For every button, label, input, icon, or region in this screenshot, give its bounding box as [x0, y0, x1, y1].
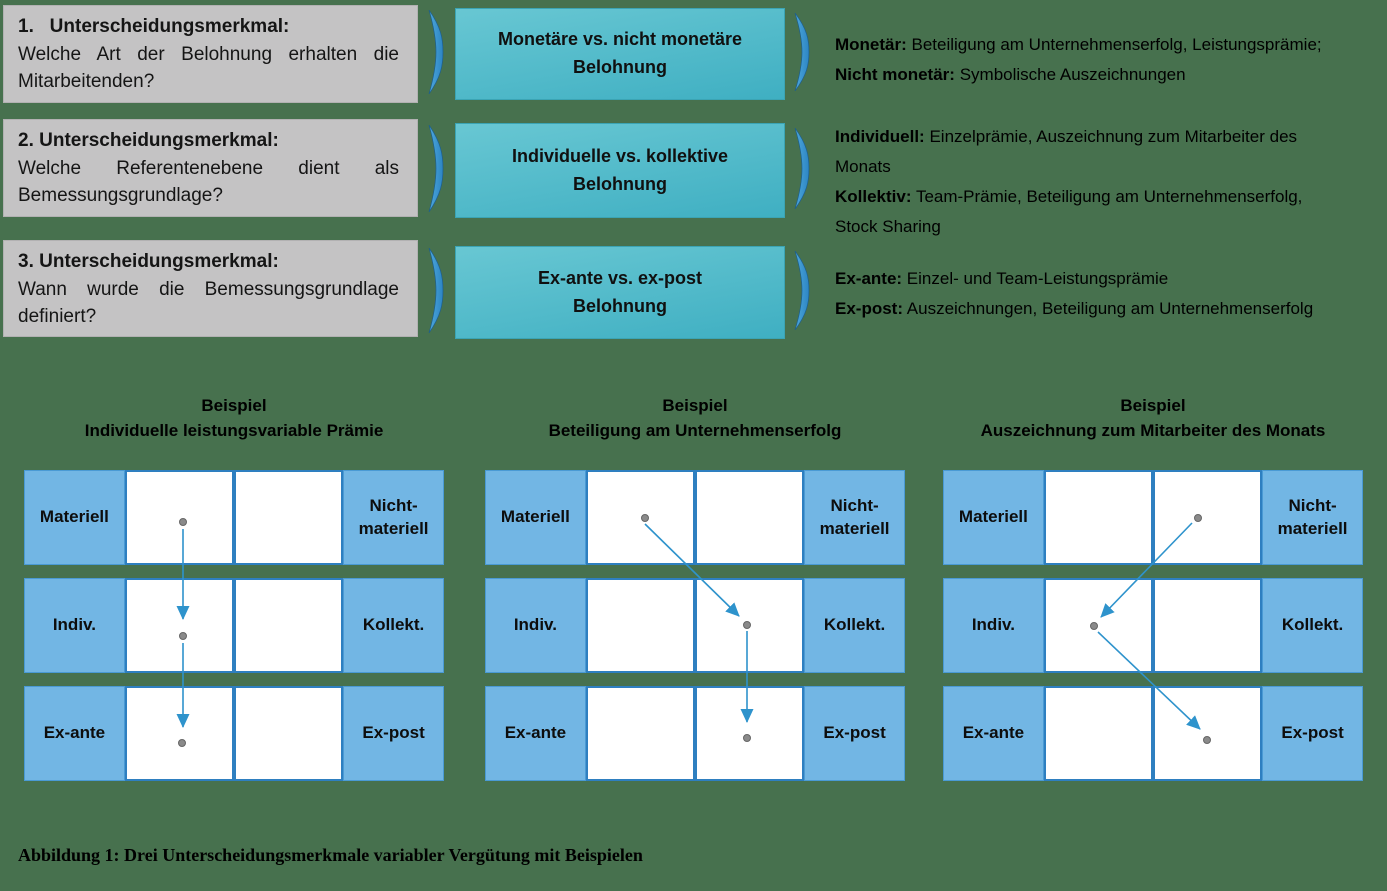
matrix-label-left-1-1: Materiell: [24, 470, 125, 565]
matrix-cell-1-3-1: [124, 686, 234, 781]
example-entry-label: Ex-post:: [835, 299, 903, 318]
category-line1-2: Individuelle vs. kollektive: [511, 145, 729, 166]
question-title-3: 3. Unterscheidungsmerkmal:: [18, 251, 279, 272]
brace-left-icon-1: [428, 10, 444, 94]
matrix-row-1-1: Materiell Nicht-materiell: [24, 470, 444, 565]
matrix-label-left-2-3: Ex-ante: [485, 686, 586, 781]
matrix-label-right-2-3: Ex-post: [804, 686, 905, 781]
matrix-label-left-3-1: Materiell: [943, 470, 1044, 565]
question-box-2: 2. Unterscheidungsmerkmal: Welche Referen…: [3, 119, 418, 217]
matrix-label-left-3-2: Indiv.: [943, 578, 1044, 673]
matrix-cell-1-1-2: [233, 470, 344, 565]
matrix-row-1-3: Ex-ante Ex-post: [24, 686, 444, 781]
matrix-label-left-1-2: Indiv.: [24, 578, 125, 673]
example-entry-label: Nicht monetär:: [835, 65, 955, 84]
example-text-3: Ex-ante: Einzel- und Team-Leistungsprämi…: [835, 264, 1340, 324]
matrix-label-right-3-3: Ex-post: [1262, 686, 1363, 781]
matrix-cell-2-2-2: [694, 578, 805, 673]
matrix-label-right-1-3: Ex-post: [343, 686, 444, 781]
matrix-label-left-2-1: Materiell: [485, 470, 586, 565]
matrix-label-right-2-1: Nicht-materiell: [804, 470, 905, 565]
example-entry-3-1: Ex-ante: Einzel- und Team-Leistungsprämi…: [835, 269, 1169, 288]
matrix-cell-1-2-2: [233, 578, 344, 673]
matrix-label-left-2-2: Indiv.: [485, 578, 586, 673]
example-entry-1-2: Nicht monetär: Symbolische Auszeichnunge…: [835, 65, 1186, 84]
example-entry-label: Monetär:: [835, 35, 907, 54]
matrix-cell-2-2-1: [585, 578, 695, 673]
matrix-cell-2-1-1: [585, 470, 695, 565]
category-line2-1: Belohnung: [573, 57, 667, 77]
matrix-cell-2-3-1: [585, 686, 695, 781]
example-header-subtitle-3: Auszeichnung zum Mitarbeiter des Monats: [980, 421, 1326, 440]
category-line1-1: Monetäre vs. nicht monetäre: [497, 29, 743, 50]
example-text-1: Monetär: Beteiligung am Unternehmenserfo…: [835, 30, 1340, 90]
example-entry-2-2: Kollektiv: Team-Prämie, Beteiligung am U…: [835, 187, 1303, 236]
matrix-cell-2-1-2: [694, 470, 805, 565]
brace-right-icon-1: [794, 13, 810, 91]
question-body-2: Welche Referentenebene dient als Bemessu…: [18, 157, 399, 207]
question-body-3: Wann wurde die Bemessungsgrundlage defin…: [18, 278, 399, 328]
brace-right-icon-3: [794, 251, 810, 330]
category-line1-3: Ex-ante vs. ex-post: [537, 267, 703, 288]
example-entry-2-1: Individuell: Einzelprämie, Auszeichnung …: [835, 127, 1298, 176]
question-box-1: 1. Unterscheidungsmerkmal: Welche Art der…: [3, 5, 418, 103]
brace-left-icon-3: [428, 248, 444, 333]
question-body-1: Welche Art der Belohnung erhalten die Mi…: [18, 43, 399, 93]
matrix-label-right-2-2: Kollekt.: [804, 578, 905, 673]
matrix-label-left-3-3: Ex-ante: [943, 686, 1044, 781]
matrix-label-right-3-1: Nicht-materiell: [1262, 470, 1363, 565]
matrix-row-2-3: Ex-ante Ex-post: [485, 686, 905, 781]
matrix-row-3-3: Ex-ante Ex-post: [943, 686, 1363, 781]
question-title-1: 1. Unterscheidungsmerkmal:: [18, 16, 290, 37]
matrix-cell-3-3-2: [1152, 686, 1263, 781]
brace-right-icon-2: [794, 128, 810, 209]
matrix-cell-3-1-1: [1043, 470, 1153, 565]
example-text-2: Individuell: Einzelprämie, Auszeichnung …: [835, 122, 1340, 242]
matrix-label-left-1-3: Ex-ante: [24, 686, 125, 781]
category-line2-3: Belohnung: [573, 295, 667, 316]
matrix-label-right-3-2: Kollekt.: [1262, 578, 1363, 673]
question-title-2: 2. Unterscheidungsmerkmal:: [18, 130, 279, 151]
example-header-title-3: Beispiel: [1120, 396, 1186, 415]
category-line2-2: Belohnung: [573, 173, 667, 194]
example-header-title-2: Beispiel: [662, 396, 728, 415]
brace-left-icon-2: [428, 125, 444, 212]
matrix-cell-3-2-2: [1152, 578, 1263, 673]
example-entry-label: Individuell:: [835, 127, 925, 146]
matrix-row-2-2: Indiv. Kollekt.: [485, 578, 905, 673]
matrix-cell-3-2-1: [1043, 578, 1153, 673]
example-entry-label: Kollektiv:: [835, 187, 912, 206]
matrix-cell-2-3-2: [694, 686, 805, 781]
example-header-subtitle-1: Individuelle leistungsvariable Prämie: [84, 421, 384, 440]
matrix-cell-3-1-2: [1152, 470, 1263, 565]
example-header-title-1: Beispiel: [201, 396, 267, 415]
matrix-label-right-1-2: Kollekt.: [343, 578, 444, 673]
matrix-row-3-2: Indiv. Kollekt.: [943, 578, 1363, 673]
matrix-row-1-2: Indiv. Kollekt.: [24, 578, 444, 673]
example-entry-label: Ex-ante:: [835, 269, 903, 288]
matrix-row-2-1: Materiell Nicht-materiell: [485, 470, 905, 565]
example-entry-3-2: Ex-post: Auszeichnungen, Beteiligung am …: [835, 299, 1314, 318]
matrix-row-3-1: Materiell Nicht-materiell: [943, 470, 1363, 565]
matrix-label-right-1-1: Nicht-materiell: [343, 470, 444, 565]
matrix-cell-1-2-1: [124, 578, 234, 673]
matrix-cell-1-3-2: [233, 686, 344, 781]
example-entry-1-1: Monetär: Beteiligung am Unternehmenserfo…: [835, 35, 1322, 54]
matrix-cell-1-1-1: [124, 470, 234, 565]
figure-caption: Abbildung 1: Drei Unterscheidungsmerkmal…: [18, 845, 643, 865]
matrix-cell-3-3-1: [1043, 686, 1153, 781]
question-box-3: 3. Unterscheidungsmerkmal: Wann wurde die…: [3, 240, 418, 337]
example-header-subtitle-2: Beteiligung am Unternehmenserfolg: [548, 421, 842, 440]
